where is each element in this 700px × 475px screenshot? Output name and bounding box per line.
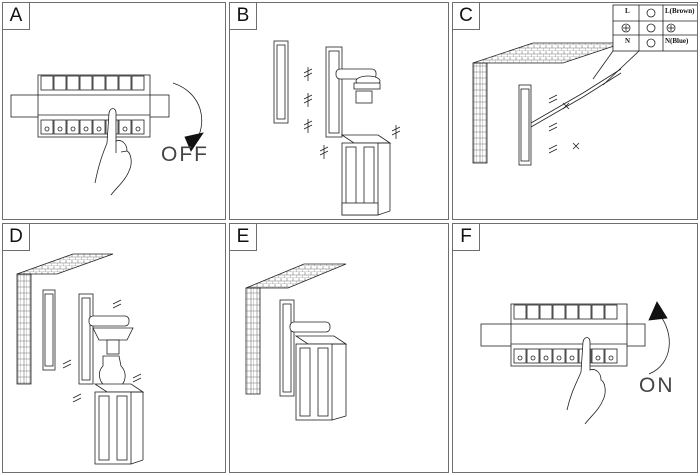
panel-letter-a: A [3,3,30,30]
panel-f: F ON [452,223,698,473]
wire-n-label: N [625,37,631,45]
panel-letter-e: E [230,224,257,251]
panel-e: E [229,223,449,473]
installed-lamp-illustration [245,263,348,421]
breaker-on-illustration [480,301,670,425]
panel-a: A [2,2,226,220]
panel-letter-d: D [3,224,30,251]
lamp-disassembly-illustration [273,40,401,216]
panel-c: C [452,2,698,220]
panel-d: D [2,223,226,473]
panel-b: B [229,2,449,220]
panel-letter-c: C [453,3,480,30]
wire-brown-label: L(Brown) [665,7,695,15]
wire-l-label: L [625,7,630,15]
panel-letter-f: F [453,224,480,251]
breaker-off-illustration [10,74,204,196]
wiring-illustration [472,4,697,166]
on-label: ON [639,374,675,397]
wire-blue-label: N(Blue) [665,37,689,45]
panel-letter-b: B [230,3,257,30]
bulb-assembly-illustration [16,253,145,465]
off-label: OFF [161,143,209,166]
